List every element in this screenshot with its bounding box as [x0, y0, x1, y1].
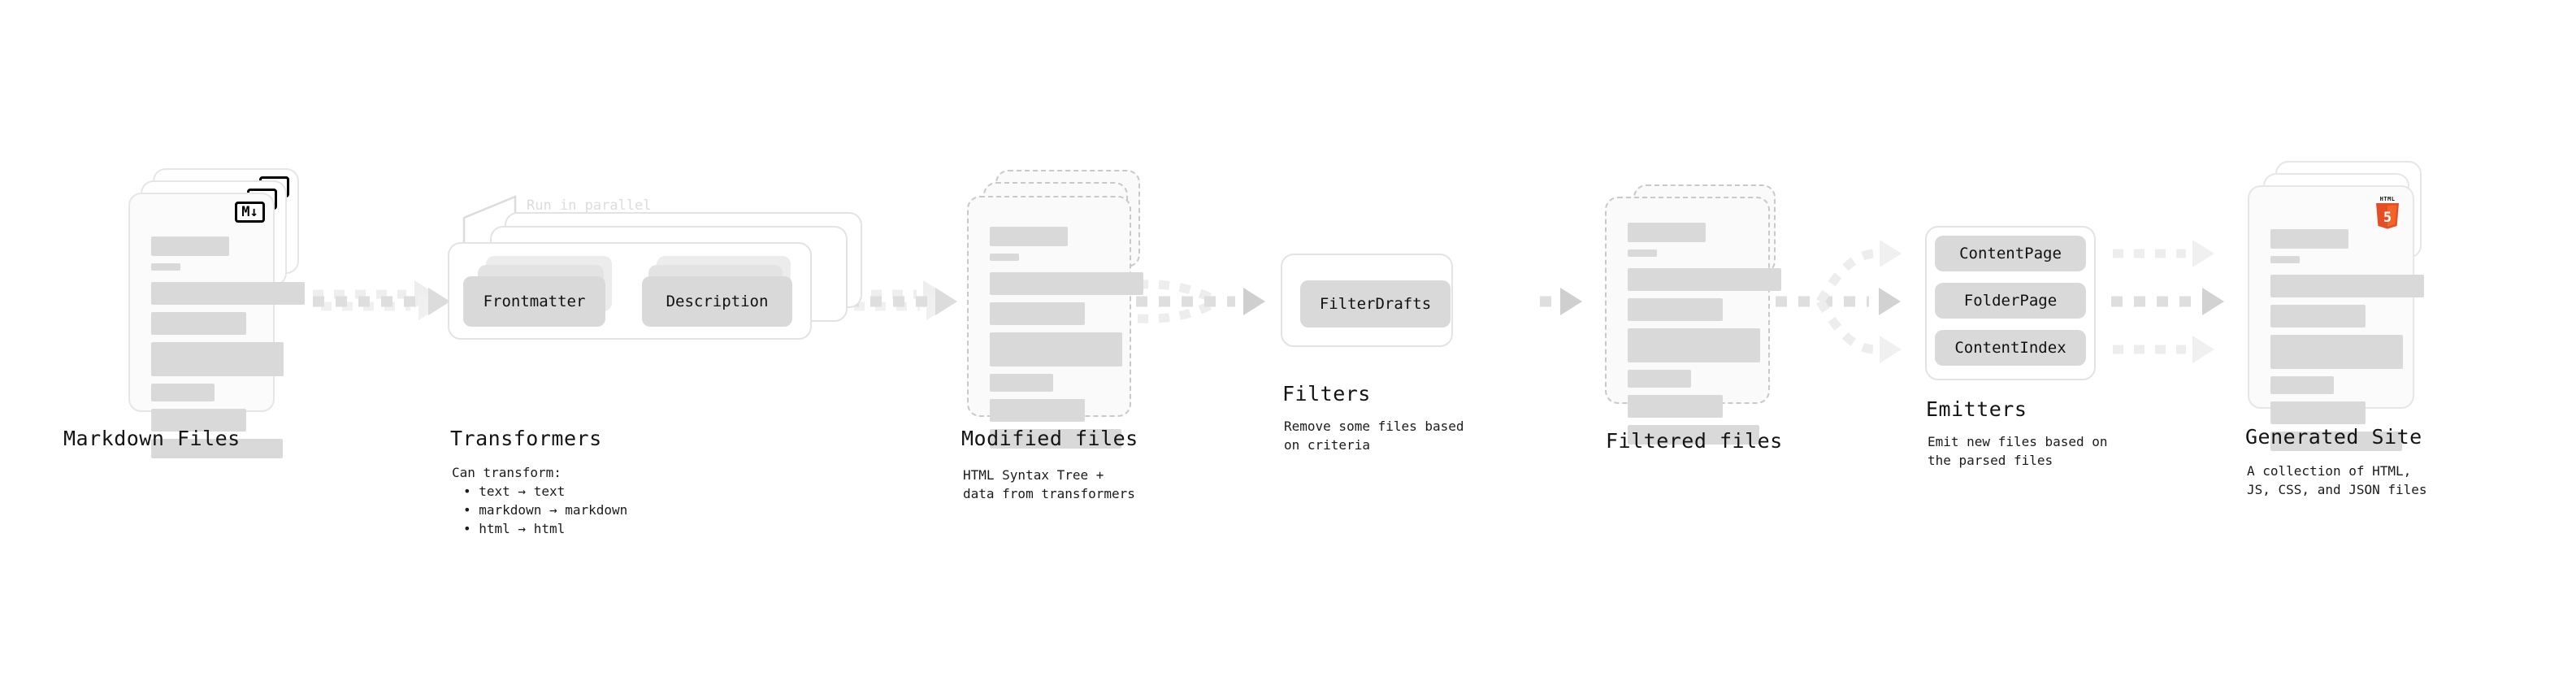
emitter-chip-folderpage[interactable]: FolderPage	[1935, 283, 2086, 319]
filter-chip-filterdrafts[interactable]: FilterDrafts	[1300, 280, 1451, 327]
html5-icon-top-text: HTML	[2379, 196, 2396, 202]
card-placeholder-lines	[1628, 223, 1781, 452]
card-line	[990, 399, 1085, 422]
card-line	[151, 439, 283, 458]
card-placeholder-lines	[990, 227, 1143, 456]
generated-card-front: HTML 5	[2248, 185, 2424, 451]
card-line	[1628, 370, 1691, 388]
card-line	[151, 282, 305, 305]
markdown-card-front: M↓	[128, 193, 305, 458]
arrow-modified-to-filters	[1136, 280, 1265, 323]
card-line	[2270, 376, 2334, 394]
stage-title-markdown-files: Markdown Files	[63, 427, 241, 450]
card-line	[1628, 249, 1657, 257]
card-line	[151, 263, 180, 271]
transform-bullet: markdown → markdown	[463, 501, 627, 519]
card-line	[151, 342, 284, 376]
card-line	[990, 302, 1085, 325]
transform-bullet: html → html	[463, 519, 627, 538]
card-line	[2270, 256, 2300, 263]
filtered-card-front	[1605, 197, 1781, 445]
stage-title-filtered-files: Filtered files	[1606, 429, 1783, 453]
modified-card-front	[967, 196, 1143, 449]
parallel-bracket	[462, 195, 517, 254]
card-line	[151, 384, 215, 401]
card-line	[990, 374, 1053, 392]
transformer-chip-frontmatter[interactable]: Frontmatter	[463, 276, 605, 327]
card-line	[1628, 268, 1781, 291]
card-line	[990, 272, 1143, 295]
card-line	[1628, 328, 1760, 362]
transformer-chip-description[interactable]: Description	[642, 276, 792, 327]
markdown-icon-label: M↓	[241, 203, 258, 220]
arrow-filters-to-filtered	[1540, 288, 1582, 315]
emitter-chip-contentpage[interactable]: ContentPage	[1935, 236, 2086, 271]
card-line	[2270, 432, 2402, 451]
stage-title-emitters: Emitters	[1926, 397, 2027, 421]
card-line	[1628, 223, 1706, 242]
stage-title-generated-site: Generated Site	[2245, 425, 2422, 449]
transform-bullet: text → text	[463, 482, 627, 501]
card-line	[151, 236, 229, 256]
run-in-parallel-label: Run in parallel	[527, 197, 652, 214]
card-line	[1628, 298, 1723, 321]
card-line	[990, 227, 1068, 246]
card-line	[2270, 229, 2348, 249]
transform-bullet-list: text → text markdown → markdown html → h…	[452, 482, 627, 538]
card-line	[2270, 305, 2366, 327]
html5-shield: 5	[2376, 203, 2399, 229]
emitter-chip-contentindex[interactable]: ContentIndex	[1935, 330, 2086, 366]
card-line	[990, 332, 1122, 367]
card-placeholder-lines	[151, 236, 305, 466]
arrow-transformers-to-modified	[825, 280, 957, 320]
arrow-filtered-to-emitters	[1776, 240, 1902, 363]
stage-subtitle-transformers: Can transform:	[452, 465, 562, 480]
stage-title-transformers: Transformers	[450, 427, 602, 450]
card-line	[151, 312, 246, 335]
card-line	[990, 254, 1019, 261]
arrow-emitters-to-site	[2111, 240, 2224, 363]
card-line	[2270, 335, 2403, 369]
stage-subtitle-modified-files: HTML Syntax Tree + data from transformer…	[963, 467, 1135, 501]
html5-icon: HTML 5	[2374, 196, 2401, 230]
stage-subtitle-filters: Remove some files based on criteria	[1284, 419, 1464, 453]
html5-icon-number: 5	[2383, 210, 2392, 226]
card-placeholder-lines	[2270, 229, 2424, 458]
markdown-icon: M↓	[235, 202, 265, 223]
stage-subtitle-emitters: Emit new files based on the parsed files	[1928, 434, 2108, 468]
card-line	[151, 409, 246, 432]
card-line	[1628, 425, 1759, 445]
card-line	[2270, 275, 2424, 297]
card-line	[1628, 395, 1723, 418]
stage-title-modified-files: Modified files	[961, 427, 1138, 450]
card-line	[2270, 401, 2366, 424]
arrow-markdown-to-transformers	[313, 280, 450, 320]
stage-title-filters: Filters	[1282, 382, 1371, 406]
card-line	[990, 429, 1121, 449]
stage-subtitle-generated-site: A collection of HTML, JS, CSS, and JSON …	[2247, 463, 2427, 497]
